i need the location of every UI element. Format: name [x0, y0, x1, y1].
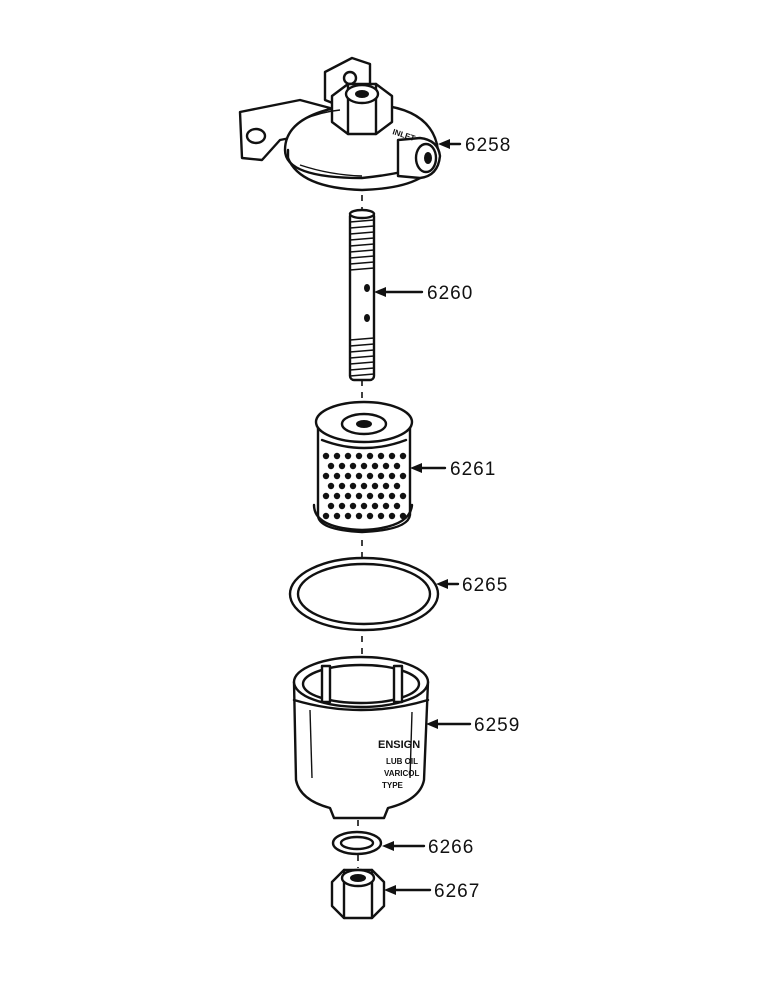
perforation-dot [388, 492, 396, 500]
perforation-dot [344, 512, 352, 520]
perforation-dot [393, 462, 401, 470]
label-6259: 6259 [474, 715, 520, 736]
drain-washer-drawing [331, 830, 383, 856]
perforation-dot [388, 472, 396, 480]
perforation-dot [338, 482, 346, 490]
perforation-dot [382, 482, 390, 490]
perforation-dot [388, 452, 396, 460]
perforation-dot [344, 492, 352, 500]
perforation-dot [377, 452, 385, 460]
perforation-dot [349, 502, 357, 510]
perforation-dot [338, 502, 346, 510]
bowl-marking-3: VARICOL [384, 769, 420, 778]
perforation-dot [333, 452, 341, 460]
perforation-dot [322, 452, 330, 460]
perforation-dot [377, 472, 385, 480]
perforation-dot [366, 492, 374, 500]
perforation-dot [366, 472, 374, 480]
label-6266: 6266 [428, 837, 474, 858]
perforation-dot [333, 472, 341, 480]
perforation-dot [399, 472, 407, 480]
perforation-dot [333, 512, 341, 520]
drain-nut-drawing [330, 868, 386, 920]
bowl-marking-4: TYPE [382, 781, 404, 790]
label-6261: 6261 [450, 459, 496, 480]
perforation-dot [355, 452, 363, 460]
perforation-dot [388, 512, 396, 520]
perforation-dot [355, 472, 363, 480]
bowl-marking-1: ENSIGN [378, 739, 420, 751]
filter-head-drawing: INLET [238, 56, 442, 192]
perforation-dot [349, 482, 357, 490]
perforation-dot [360, 502, 368, 510]
label-6267: 6267 [434, 881, 480, 902]
bowl-gasket-drawing [288, 556, 440, 632]
perforation-dot [393, 482, 401, 490]
perforation-dot [327, 482, 335, 490]
perforation-dot [344, 452, 352, 460]
perforation-dot [399, 492, 407, 500]
perforation-dot [322, 472, 330, 480]
perforation-dot [355, 512, 363, 520]
center-stud-drawing [348, 208, 376, 382]
perforation-dot [377, 512, 385, 520]
perforation-dot [382, 462, 390, 470]
callouts: 6258 6260 6261 6265 6259 6266 6267 [374, 135, 520, 902]
perforation-dot [355, 492, 363, 500]
label-6265: 6265 [462, 575, 508, 596]
perforation-dot [327, 462, 335, 470]
perforation-dot [349, 462, 357, 470]
perforation-dot [338, 462, 346, 470]
perforation-dot [371, 462, 379, 470]
perforation-dot [333, 492, 341, 500]
perforation-dot [371, 482, 379, 490]
perforation-dot [366, 512, 374, 520]
perforation-dot [322, 512, 330, 520]
perforation-dots [322, 452, 407, 520]
perforation-dot [399, 512, 407, 520]
perforation-dot [399, 452, 407, 460]
bowl-marking-2: LUB OIL [386, 757, 418, 766]
filter-element-drawing [312, 400, 414, 534]
perforation-dot [360, 462, 368, 470]
filter-bowl-drawing: ENSIGN LUB OIL VARICOL TYPE [292, 655, 430, 820]
perforation-dot [366, 452, 374, 460]
perforation-dot [360, 482, 368, 490]
perforation-dot [322, 492, 330, 500]
perforation-dot [344, 472, 352, 480]
perforation-dot [393, 502, 401, 510]
perforation-dot [377, 492, 385, 500]
label-6258: 6258 [465, 135, 511, 156]
perforation-dot [327, 502, 335, 510]
label-6260: 6260 [427, 283, 473, 304]
perforation-dot [371, 502, 379, 510]
perforation-dot [382, 502, 390, 510]
